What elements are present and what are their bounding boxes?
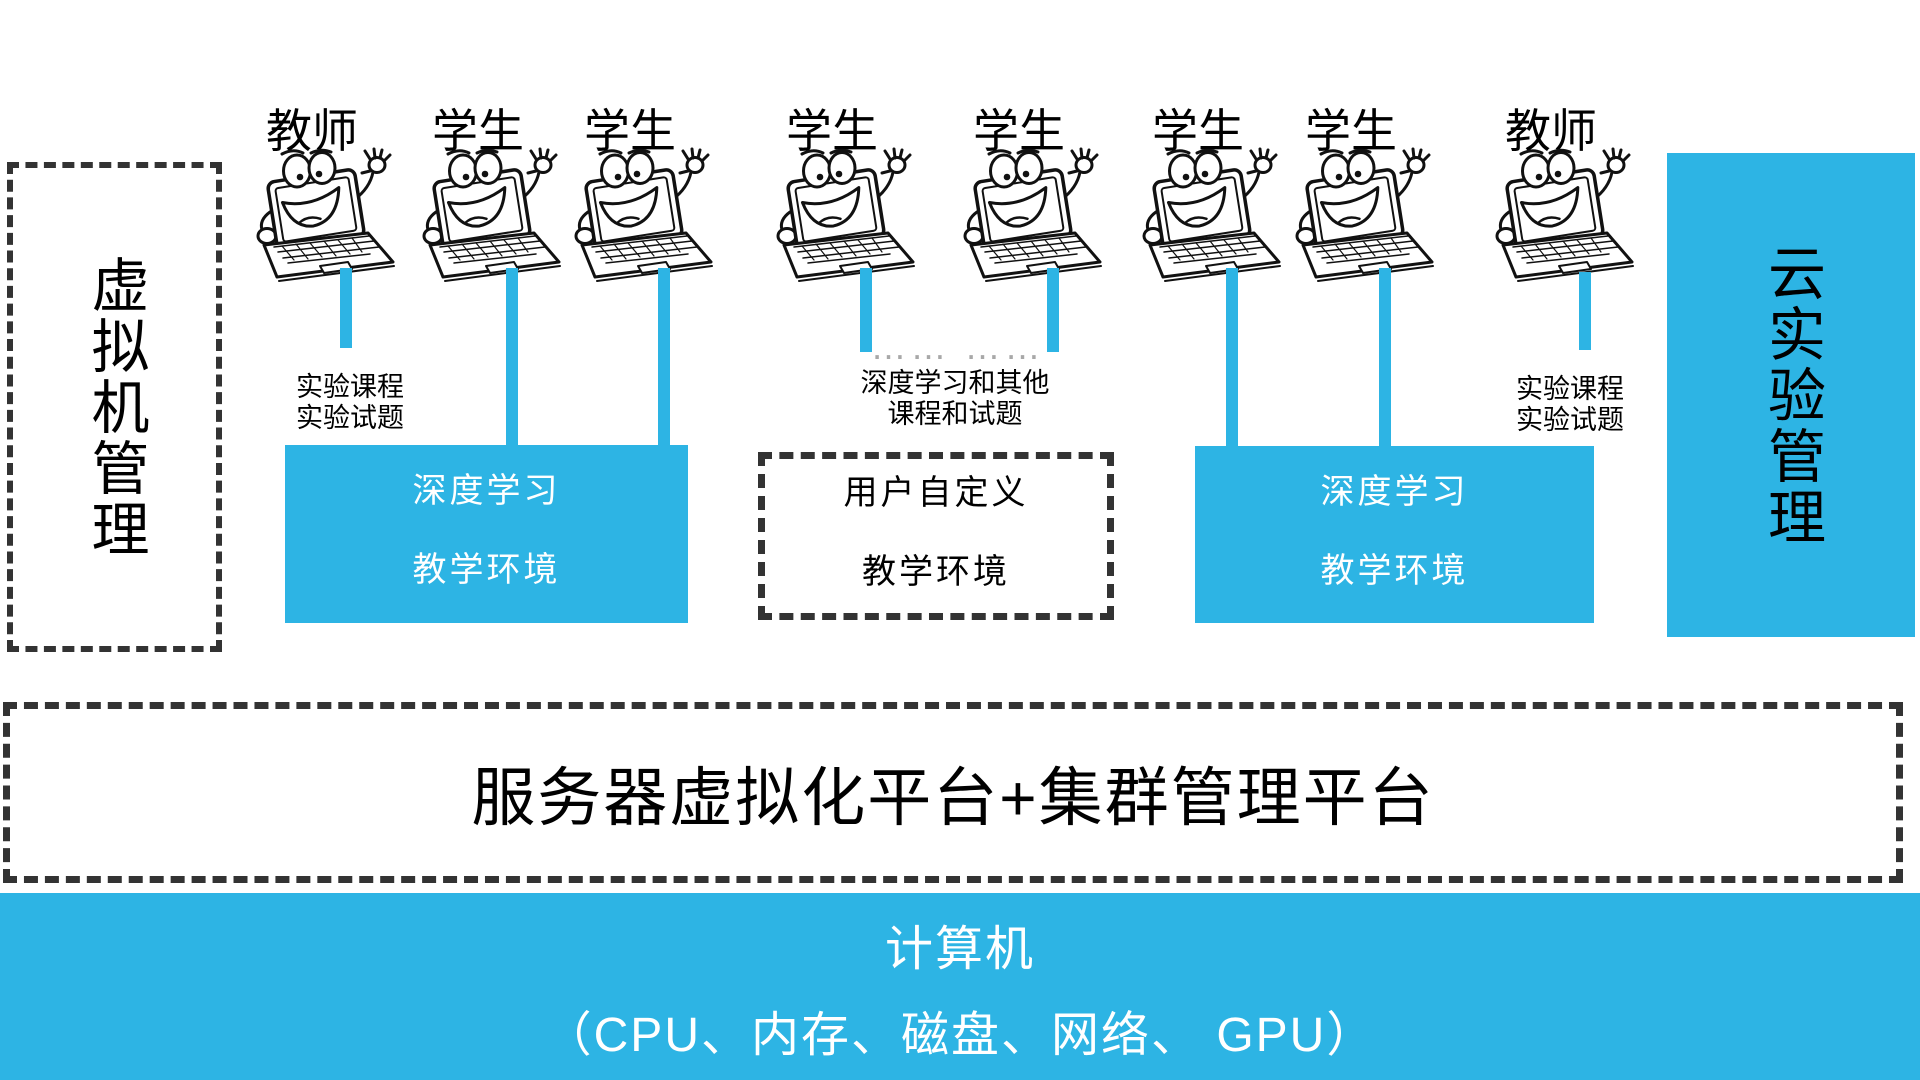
client-link-line-3 xyxy=(658,268,670,446)
laptop-character-icon-5 xyxy=(963,147,1103,283)
client-link-line-1 xyxy=(340,268,352,348)
laptop-character-icon-6 xyxy=(1142,147,1282,283)
note-right-teacher-line1: 实验课程 xyxy=(1516,374,1624,404)
client-role-label-5: 学生 xyxy=(973,105,1065,157)
laptop-character-icon-8 xyxy=(1495,147,1635,283)
cloud-experiment-management-panel: 云实验管理 xyxy=(1667,153,1915,637)
laptop-character-icon-3 xyxy=(574,147,714,283)
hardware-title: 计算机 xyxy=(884,922,1035,976)
client-role-label-1: 教师 xyxy=(266,105,358,157)
note-right-teacher: 实验课程 实验试题 xyxy=(1470,374,1670,436)
env-box-1-line2: 教学环境 xyxy=(412,551,561,589)
client-link-line-2 xyxy=(506,268,518,446)
client-link-line-4 xyxy=(860,268,872,352)
note-left-teacher: 实验课程 实验试题 xyxy=(250,372,450,434)
client-link-line-7 xyxy=(1379,268,1391,447)
more-clients-ellipsis: …… …… xyxy=(870,326,1045,367)
hardware-bar: 计算机 （CPU、内存、磁盘、网络、 GPU） xyxy=(0,893,1920,1080)
client-role-label-4: 学生 xyxy=(786,105,878,157)
env-box-deep-learning-1: 深度学习 教学环境 xyxy=(285,445,688,623)
client-role-label-8: 教师 xyxy=(1505,105,1597,157)
env-box-2-line1: 用户自定义 xyxy=(843,474,1029,512)
virtualization-platform-box: 服务器虚拟化平台+集群管理平台 xyxy=(3,702,1903,883)
env-box-deep-learning-2: 深度学习 教学环境 xyxy=(1195,446,1594,623)
client-link-line-6 xyxy=(1226,268,1238,447)
hardware-components: （CPU、内存、磁盘、网络、 GPU） xyxy=(543,1008,1377,1062)
laptop-character-icon-1 xyxy=(256,147,396,283)
client-role-label-2: 学生 xyxy=(432,105,524,157)
env-box-3-line1: 深度学习 xyxy=(1320,472,1469,511)
client-role-label-6: 学生 xyxy=(1152,105,1244,157)
client-role-label-3: 学生 xyxy=(584,105,676,157)
client-role-label-7: 学生 xyxy=(1305,105,1397,157)
laptop-character-icon-4 xyxy=(776,147,916,283)
cloud-experiment-management-label: 云实验管理 xyxy=(1759,242,1824,548)
virtualization-platform-label: 服务器虚拟化平台+集群管理平台 xyxy=(471,761,1435,834)
env-box-2-line2: 教学环境 xyxy=(862,553,1010,591)
client-link-line-8 xyxy=(1579,272,1591,350)
env-box-3-line2: 教学环境 xyxy=(1320,551,1469,590)
vm-management-panel: 虚拟机管理 xyxy=(7,162,222,652)
note-right-teacher-line2: 实验试题 xyxy=(1516,405,1624,435)
note-middle: 深度学习和其他 课程和试题 xyxy=(830,368,1080,430)
note-left-teacher-line1: 实验课程 xyxy=(296,372,404,402)
note-left-teacher-line2: 实验试题 xyxy=(296,403,404,433)
client-link-line-5 xyxy=(1047,268,1059,352)
note-middle-line2: 课程和试题 xyxy=(887,399,1023,429)
env-box-user-defined: 用户自定义 教学环境 xyxy=(758,452,1114,620)
laptop-character-icon-2 xyxy=(422,147,562,283)
vm-management-label: 虚拟机管理 xyxy=(82,254,148,560)
env-box-1-line1: 深度学习 xyxy=(412,472,561,510)
laptop-character-icon-7 xyxy=(1295,147,1435,283)
note-middle-line1: 深度学习和其他 xyxy=(860,368,1050,398)
